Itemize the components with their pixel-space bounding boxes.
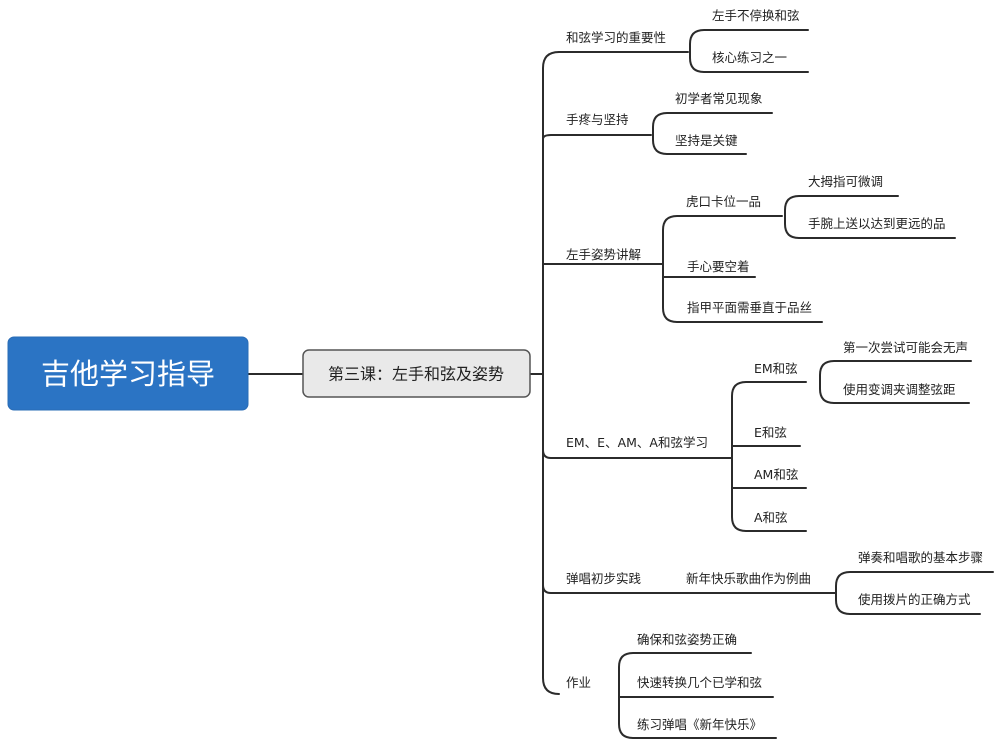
branch-posture[interactable]: 左手姿势讲解 <box>566 247 641 262</box>
branch-homework[interactable]: 作业 <box>566 675 591 690</box>
connector-pain-children <box>652 112 773 155</box>
connector-song-children <box>835 571 994 615</box>
topic-basic-steps[interactable]: 弹奏和唱歌的基本步骤 <box>858 550 983 565</box>
topic-persistence-key[interactable]: 坚持是关键 <box>675 133 738 148</box>
connectors <box>247 29 994 739</box>
topic-am-chord[interactable]: AM和弦 <box>754 467 798 482</box>
topic-first-try-silent[interactable]: 第一次尝试可能会无声 <box>843 340 968 355</box>
root-title: 吉他学习指导 <box>41 357 215 391</box>
topic-new-year-song[interactable]: 新年快乐歌曲作为例曲 <box>686 571 811 586</box>
topic-palm-empty[interactable]: 手心要空着 <box>687 259 750 274</box>
connector-homework-children <box>618 652 777 739</box>
topic-e-chord[interactable]: E和弦 <box>754 425 787 440</box>
lesson-title: 第三课：左手和弦及姿势 <box>328 365 504 384</box>
topic-capo-adjust[interactable]: 使用变调夹调整弦距 <box>843 382 956 397</box>
lesson-node[interactable]: 第三课：左手和弦及姿势 <box>302 349 531 398</box>
topic-beginner-common[interactable]: 初学者常见现象 <box>675 91 763 106</box>
topic-core-practice[interactable]: 核心练习之一 <box>712 50 787 65</box>
topic-pick-usage[interactable]: 使用拨片的正确方式 <box>858 592 971 607</box>
connector-em-children <box>819 360 972 404</box>
topic-fast-switch[interactable]: 快速转换几个已学和弦 <box>637 675 762 690</box>
connector-branch-chords <box>542 440 733 459</box>
branch-chords[interactable]: EM、E、AM、A和弦学习 <box>566 435 708 450</box>
branch-practice[interactable]: 弹唱初步实践 <box>566 571 642 586</box>
root-node[interactable]: 吉他学习指导 <box>7 336 249 411</box>
topic-tiger-mouth[interactable]: 虎口卡位一品 <box>686 194 761 209</box>
branch-pain[interactable]: 手疼与坚持 <box>566 112 629 127</box>
topic-practice-song[interactable]: 练习弹唱《新年快乐》 <box>637 717 762 732</box>
topic-wrist-forward[interactable]: 手腕上送以达到更远的品 <box>808 216 946 231</box>
topic-a-chord[interactable]: A和弦 <box>754 510 788 525</box>
connector-posture-children <box>662 215 823 323</box>
topic-thumb-adjust[interactable]: 大拇指可微调 <box>808 174 883 189</box>
topic-correct-posture[interactable]: 确保和弦姿势正确 <box>637 632 737 647</box>
main-spine <box>542 51 560 695</box>
connector-tiger-mouth-children <box>784 195 956 239</box>
branch-importance[interactable]: 和弦学习的重要性 <box>566 30 666 45</box>
connector-branch-pain <box>542 134 652 140</box>
connector-chords-children <box>731 381 807 532</box>
topic-em-chord[interactable]: EM和弦 <box>754 361 798 376</box>
connector-branch-practice <box>542 577 837 594</box>
topic-nail-vertical[interactable]: 指甲平面需垂直于品丝 <box>687 300 812 315</box>
connector-importance-children <box>689 29 809 73</box>
topic-switch-chords[interactable]: 左手不停换和弦 <box>712 8 800 23</box>
